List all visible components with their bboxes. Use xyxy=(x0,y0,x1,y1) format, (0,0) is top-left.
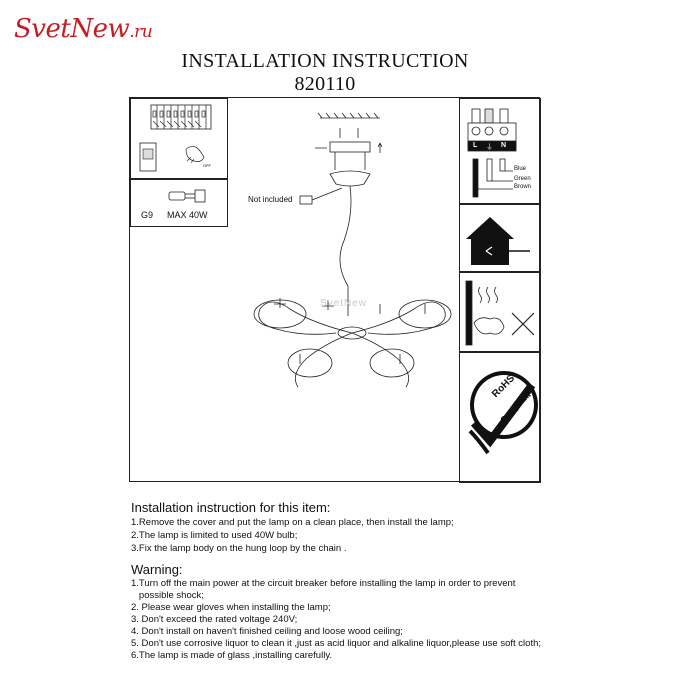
bulb-max-power: MAX 40W xyxy=(167,210,208,220)
instructions-heading: Installation instruction for this item: xyxy=(131,500,331,515)
chandelier-drawing xyxy=(253,112,452,388)
instruction-step: 3.Fix the lamp body on the hung loop by … xyxy=(131,543,347,554)
wiring-diagram-icon xyxy=(467,108,517,198)
warning-heading: Warning: xyxy=(131,562,183,577)
wire-green: Green xyxy=(514,176,531,182)
diagram-frame: OFF G9 MAX 40W xyxy=(129,97,541,483)
warning-line: 3. Don't exceed the rated voltage 240V; xyxy=(131,614,298,625)
dry-location-panel xyxy=(459,272,541,352)
warning-line: 1.Turn off the main power at the circuit… xyxy=(131,578,516,589)
model-number: 820110 xyxy=(294,73,356,95)
watermark: SvetNew xyxy=(320,298,368,309)
wiring-panel: L ⏚ N Blue Green Brown xyxy=(459,98,541,204)
indoor-panel xyxy=(459,204,541,272)
logo-suffix: .ru xyxy=(129,22,153,42)
terminal-n: N xyxy=(501,142,507,149)
bulb-base: G9 xyxy=(141,210,154,220)
rohs-badge-icon xyxy=(468,371,538,455)
brand-logo: SvetNew.ru xyxy=(14,14,153,44)
g9-bulb-icon xyxy=(168,189,206,203)
terminal-box-panel: OFF xyxy=(130,98,228,179)
svg-text:OFF: OFF xyxy=(203,163,212,168)
warning-line: 4. Don't install on haven't finished cei… xyxy=(131,626,403,637)
instruction-step: 2.The lamp is limited to used 40W bulb; xyxy=(131,530,298,541)
warning-line: 5. Don't use corrosive liquor to clean i… xyxy=(131,638,542,649)
instruction-step: 1.Remove the cover and put the lamp on a… xyxy=(131,517,454,528)
indoor-house-icon xyxy=(466,217,530,265)
not-included-label: Not included xyxy=(248,195,293,204)
wire-blue: Blue xyxy=(514,166,527,172)
terminal-l: L xyxy=(473,142,478,149)
terminal-ground: ⏚ xyxy=(486,144,493,151)
logo-text: SvetNew xyxy=(14,14,130,44)
wire-brown: Brown xyxy=(514,184,532,190)
rohs-panel: RoHS Compliant xyxy=(459,352,541,483)
warning-line: possible shock; xyxy=(131,590,204,601)
warning-line: 2. Please wear gloves when installing th… xyxy=(131,602,331,613)
bulb-spec-panel: G9 MAX 40W xyxy=(130,179,228,227)
no-moisture-icon xyxy=(465,280,535,346)
terminal-block-icon: OFF xyxy=(139,104,212,172)
document-title: INSTALLATION INSTRUCTION xyxy=(181,50,469,72)
warning-line: 6.The lamp is made of glass ,installing … xyxy=(131,650,332,661)
